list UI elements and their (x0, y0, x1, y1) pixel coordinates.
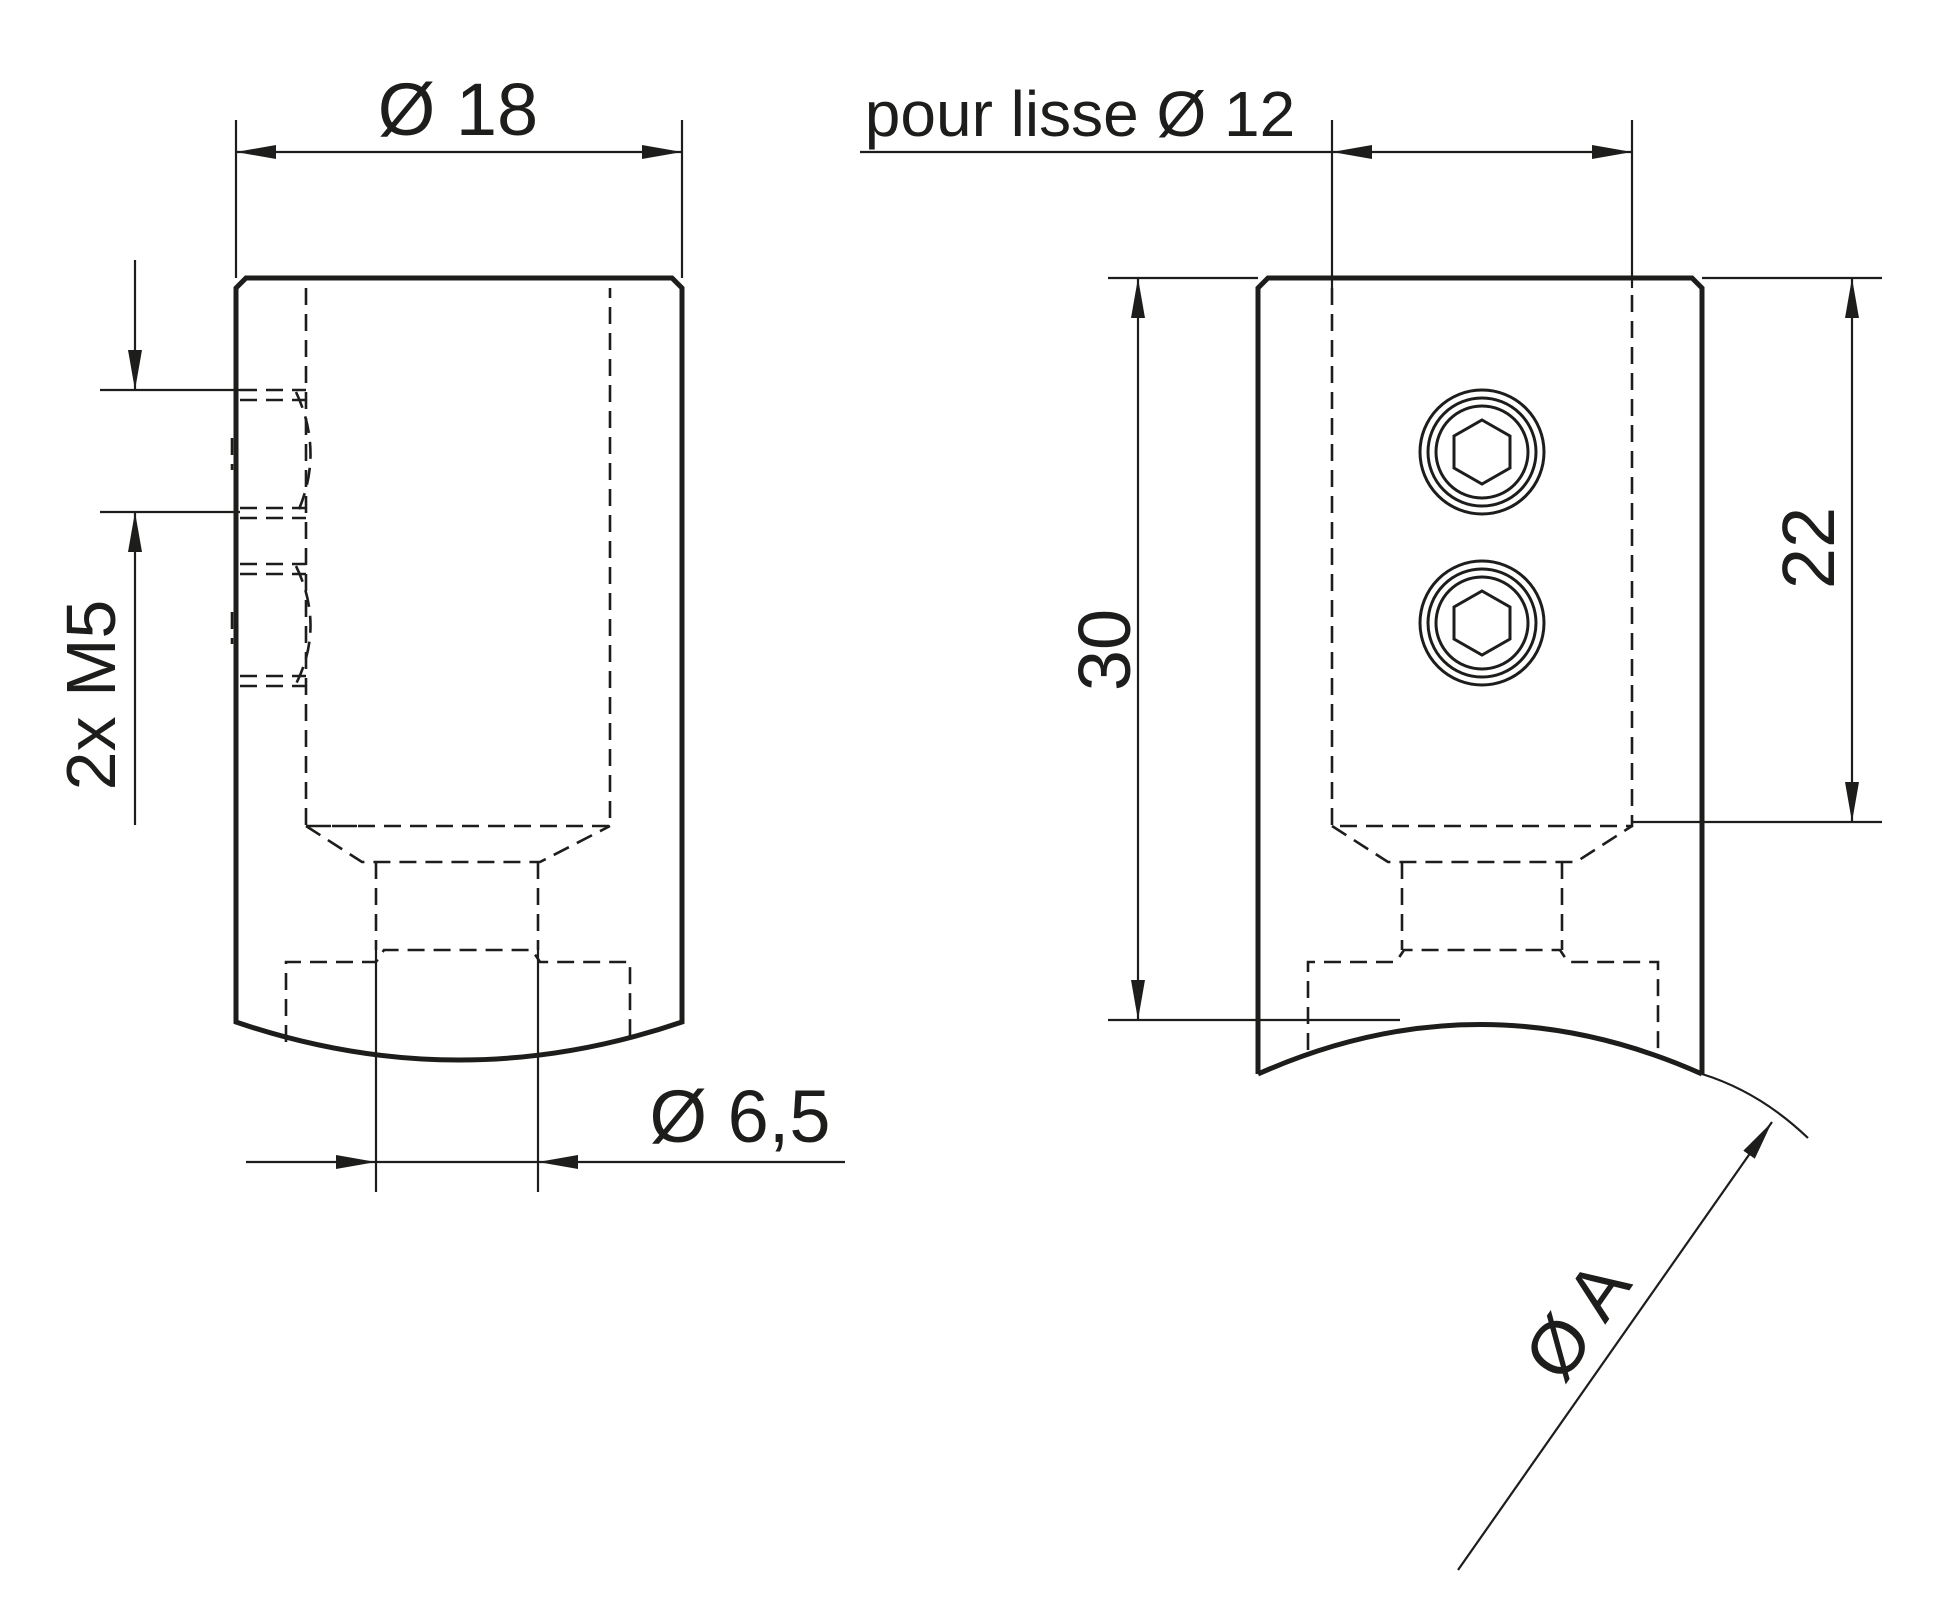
bore-diameter-text: Ø 6,5 (650, 1075, 831, 1158)
side-view-tube-cut (1256, 1022, 1704, 1077)
dim-outer-diameter: Ø 18 (234, 68, 684, 278)
side-hidden-bore (1330, 288, 1634, 828)
front-view: Ø 18 2x M5 Ø 6,5 (52, 68, 845, 1192)
front-hidden-through-hole (374, 862, 540, 950)
dim-thread: 2x M5 (52, 260, 240, 825)
dim-bore-depth: 22 (1632, 276, 1882, 824)
front-view-outline (233, 275, 685, 1063)
dim-total-height: 30 (1063, 276, 1400, 1022)
outer-diameter-text: Ø 18 (378, 68, 538, 151)
dim-rail-diameter: pour lisse Ø 12 (860, 78, 1634, 288)
tube-arc (1701, 1072, 1809, 1139)
front-hidden-recess (284, 948, 632, 1042)
bore-extension-lines (374, 950, 540, 1192)
dim-bore-diameter: Ø 6,5 (246, 1075, 845, 1169)
bore-depth-text: 22 (1767, 507, 1850, 589)
set-screw-upper (1418, 388, 1546, 516)
rail-diameter-text: pour lisse Ø 12 (865, 78, 1295, 150)
side-view: pour lisse Ø 12 30 22 Ø A (860, 78, 1882, 1571)
side-hidden-through-hole (1400, 862, 1564, 950)
set-screw-lower (1418, 559, 1546, 687)
front-hidden-chamfer (305, 824, 611, 864)
dim-tube-diameter: Ø A (1457, 1072, 1809, 1571)
front-threaded-holes (230, 388, 312, 688)
side-hidden-recess (1306, 948, 1660, 1050)
tube-diameter-text: Ø A (1508, 1246, 1647, 1395)
thread-text: 2x M5 (52, 600, 130, 791)
side-hidden-chamfer (1331, 824, 1633, 864)
side-view-outline (1255, 275, 1705, 1074)
front-hidden-bore (304, 288, 612, 828)
total-height-text: 30 (1063, 609, 1146, 691)
hex-socket-icon (1418, 559, 1546, 687)
hex-socket-icon (1418, 388, 1546, 516)
